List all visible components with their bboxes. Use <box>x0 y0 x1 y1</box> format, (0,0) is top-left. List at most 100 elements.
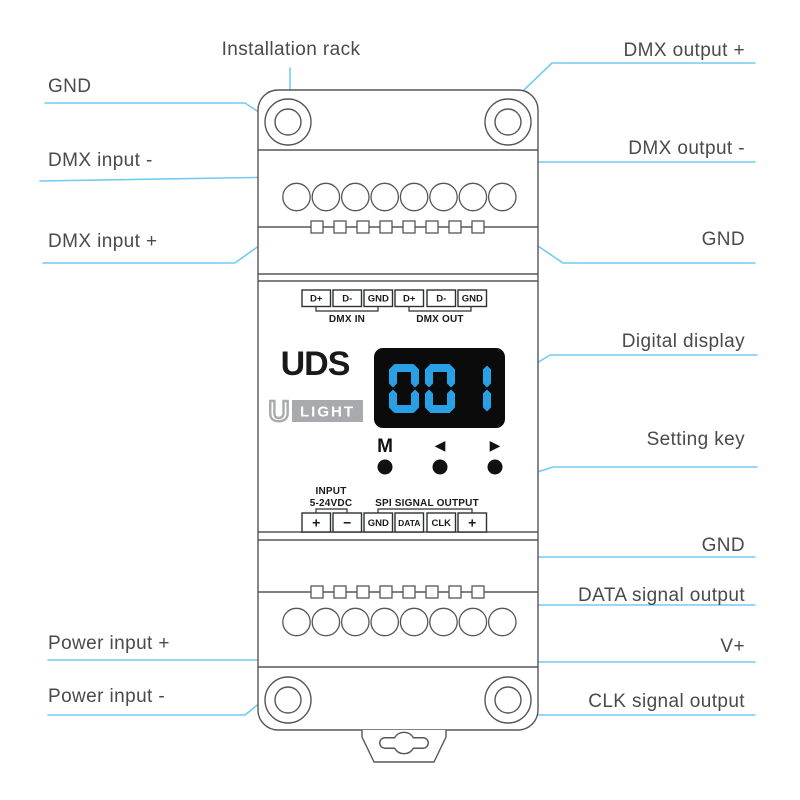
digital-display <box>374 348 505 428</box>
terminal-box-label: + <box>468 514 476 530</box>
wire-square-bottom <box>333 585 347 599</box>
digit-segment <box>390 364 418 372</box>
dmx-in-label: DMX IN <box>329 314 365 325</box>
callout-dmx-input-plus: DMX input + <box>48 231 157 252</box>
brand-logo-ulight: U LIGHT <box>267 395 363 429</box>
terminal-hole-bottom <box>399 607 429 637</box>
menu-key-dot <box>377 459 393 475</box>
terminal-box <box>426 512 457 533</box>
terminal-hole-bottom <box>429 607 458 637</box>
digit-segment <box>390 405 418 413</box>
terminal-box-label: + <box>312 514 320 530</box>
seven-segment-digit <box>425 364 455 413</box>
brand-logo-light-box <box>292 400 363 422</box>
terminal-hole-bottom <box>340 607 370 637</box>
terminal-hole-top <box>370 182 400 212</box>
terminal-hole-bottom <box>458 607 488 637</box>
terminal-box-label: D+ <box>403 294 416 305</box>
callout-dmx-input-minus: DMX input - <box>48 150 153 171</box>
wire-square-bottom <box>402 585 416 599</box>
terminal-hole-top <box>429 182 458 212</box>
wire-square-bottom <box>448 585 462 599</box>
callout-labels: Installation rack GND DMX input - DMX in… <box>48 39 745 712</box>
wire-square-bottom <box>471 585 485 599</box>
mounting-hole-top-right <box>484 98 532 146</box>
wire-square-top <box>425 220 439 234</box>
terminal-box-label: GND <box>368 518 389 529</box>
wire-square-top <box>379 220 393 234</box>
mounting-hole-bottom-left <box>264 676 312 724</box>
wire-square-bottom <box>310 585 324 599</box>
callout-data-signal-output: DATA signal output <box>578 585 745 606</box>
digit-segment <box>426 405 454 413</box>
digit-segment <box>411 365 419 388</box>
digit-segment <box>389 389 397 412</box>
menu-key-label: M <box>377 436 393 457</box>
terminal-hole-bottom <box>487 607 517 637</box>
digit-segment <box>425 389 433 412</box>
terminal-hole-top <box>399 182 429 212</box>
terminal-box-label: GND <box>368 294 389 305</box>
spi-terminal-row: + − GND DATA CLK + <box>301 512 488 533</box>
callout-clk-signal-output: CLK signal output <box>588 691 745 712</box>
terminal-box-label: − <box>343 514 351 530</box>
callout-dmx-output-minus: DMX output - <box>628 138 745 159</box>
input-label-line1: INPUT <box>316 486 347 497</box>
terminal-box <box>426 289 457 308</box>
terminal-holes <box>282 182 517 637</box>
terminal-hole-top <box>458 182 488 212</box>
digit-segment <box>483 389 491 412</box>
terminal-box-label: D- <box>342 294 352 305</box>
display-bezel <box>374 348 505 428</box>
callout-gnd-dmx-out: GND <box>702 229 745 250</box>
terminal-box <box>457 289 488 308</box>
seven-segment-digit <box>389 364 419 413</box>
terminal-box-label: D- <box>436 294 446 305</box>
digit-segment <box>389 365 397 388</box>
din-clip-keyhole <box>379 731 429 755</box>
spi-bracket <box>377 508 473 513</box>
brand-logo-light: LIGHT <box>300 404 355 421</box>
wire-square-bottom <box>379 585 393 599</box>
callout-setting-key: Setting key <box>647 429 745 450</box>
input-bracket <box>315 508 348 513</box>
digit-segment <box>425 365 433 388</box>
terminal-box-label: CLK <box>431 518 451 529</box>
terminal-hole-bottom <box>370 607 400 637</box>
prev-key-icon: ◀ <box>435 437 446 453</box>
terminal-hole-bottom <box>311 607 341 637</box>
digit-segment <box>483 365 491 388</box>
mounting-hole-bottom-right <box>484 676 532 724</box>
callout-v-plus: V+ <box>720 636 745 657</box>
wire-square-top <box>310 220 324 234</box>
callout-gnd-dmx-in: GND <box>48 76 91 97</box>
terminal-box-label: GND <box>462 294 483 305</box>
dmx-out-label: DMX OUT <box>416 314 464 325</box>
terminal-hole-bottom <box>282 607 311 637</box>
terminal-box-label: DATA <box>398 518 420 528</box>
digit-segment <box>447 365 455 388</box>
terminal-hole-top <box>487 182 517 212</box>
terminal-box <box>394 512 425 533</box>
brand-logo-uds: UDS <box>281 345 350 383</box>
terminal-hole-top <box>340 182 370 212</box>
terminal-box <box>332 289 363 308</box>
wire-square-bottom <box>356 585 370 599</box>
callout-installation-rack: Installation rack <box>222 39 361 60</box>
dmx-in-bracket <box>315 306 379 312</box>
setting-keys: M ◀ ▶ <box>377 436 503 475</box>
terminal-hole-top <box>282 182 311 212</box>
leader-digital-display <box>505 354 758 383</box>
callout-power-input-plus: Power input + <box>48 633 170 654</box>
digit-segment <box>426 364 454 372</box>
next-key-icon: ▶ <box>490 437 501 453</box>
mounting-hole-top-left <box>264 98 312 146</box>
brand-logo-u: U <box>269 396 290 428</box>
input-label-line2: 5-24VDC <box>310 498 353 509</box>
spi-output-label: SPI SIGNAL OUTPUT <box>375 498 479 509</box>
seven-segment-digit <box>483 365 491 412</box>
display-digits <box>389 364 491 413</box>
